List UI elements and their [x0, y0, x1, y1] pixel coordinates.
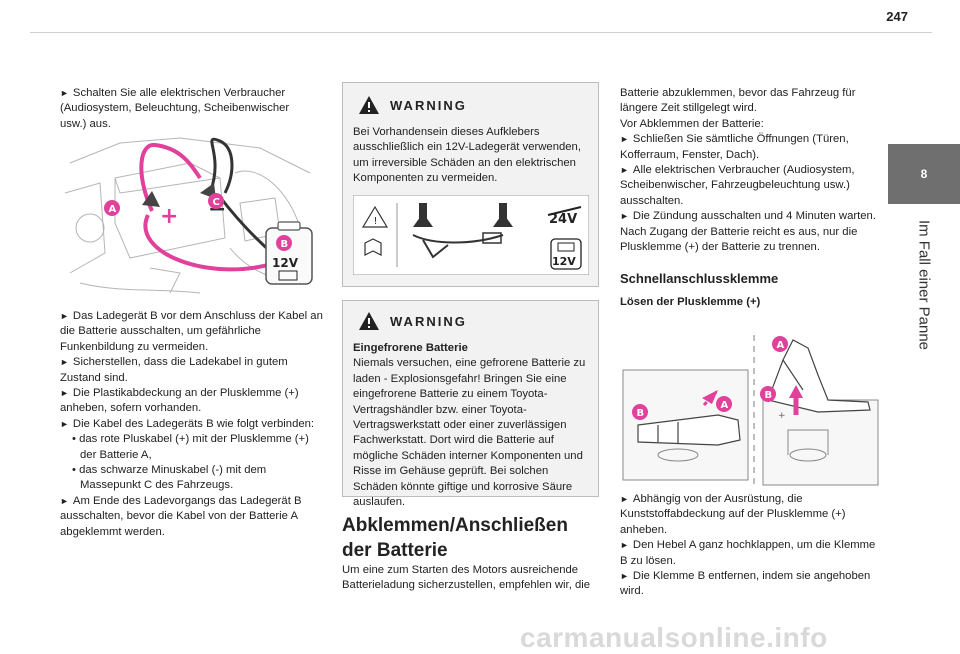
clamp-label-b-right-marker — [760, 386, 776, 402]
bullet-arrow-icon: ► — [60, 311, 69, 321]
chapter-tab: 8 — [888, 144, 960, 204]
warning-text: Bei Vorhandensein dieses Aufklebers auss… — [353, 126, 581, 185]
clamp-label-b: B — [637, 408, 645, 419]
bullet-arrow-icon: ► — [620, 165, 629, 176]
col1-steps: ►Das Ladegerät B vor dem Anschluss der K… — [60, 309, 326, 540]
watermark: carmanualsonline.info — [520, 622, 828, 653]
bullet-dot: • — [72, 464, 80, 477]
warning-text: Niemals versuchen, eine gefrorene Batter… — [353, 357, 586, 509]
label-b: B — [281, 239, 289, 250]
warning-title: WARNING — [390, 313, 467, 329]
chapter-title: Im Fall einer Panne — [888, 210, 960, 360]
bullet-arrow-icon: ► — [60, 357, 69, 368]
bullet-dot: • — [72, 433, 80, 446]
instruction-text: Schließen Sie sämtliche Öffnungen (Türen… — [620, 133, 849, 161]
top-rule — [30, 32, 932, 33]
subheading-release: Lösen der Plusklemme (+) — [620, 296, 761, 308]
instruction-text: Alle elektrischen Verbraucher (Audiosyst… — [620, 164, 855, 207]
clamp-label-a: A — [721, 400, 729, 411]
section-intro: Um eine zum Starten des Motors ausreiche… — [342, 564, 591, 592]
clamp-label-b: B — [765, 390, 773, 401]
bullet-arrow-icon: ► — [620, 494, 629, 504]
label-a: A — [109, 204, 117, 215]
bullet-arrow-icon: ► — [620, 211, 629, 222]
instruction-text: Die Zündung ausschalten und 4 Minuten wa… — [620, 210, 876, 254]
instruction-text: Den Hebel A ganz hochklappen, um die Kle… — [620, 539, 876, 567]
label-12v: 12V — [552, 255, 576, 268]
col1-intro: ►Schalten Sie alle elektrischen Verbrauc… — [60, 86, 318, 132]
svg-text:+: + — [160, 204, 178, 229]
col3-steps: ►Abhängig von der Ausrüstung, die Kunsts… — [620, 492, 884, 600]
warning-body: Eingefrorene Batterie Niemals versuchen,… — [353, 341, 593, 510]
chapter-number: 8 — [920, 167, 928, 181]
paragraph: Batterie abzuklemmen, bevor das Fahrzeug… — [620, 87, 856, 115]
subheading-quick-clamp: Schnellanschlussklemme — [620, 271, 779, 286]
label-c-marker — [208, 193, 224, 209]
sub-instruction-text: das schwarze Minuskabel (-) mit dem Mass… — [79, 464, 267, 492]
warning-subtitle: Eingefrorene Batterie — [353, 342, 468, 354]
page-number: 247 — [886, 9, 908, 24]
instruction-text: Schalten Sie alle elektrischen Verbrauch… — [60, 87, 290, 130]
warning-title: WARNING — [390, 97, 467, 113]
svg-text:+: + — [778, 411, 786, 421]
paragraph: Vor Abklemmen der Batterie: — [620, 117, 764, 130]
instruction-text: Abhängig von der Ausrüstung, die Kunstst… — [620, 493, 846, 536]
bullet-arrow-icon: ► — [60, 88, 69, 98]
instruction-text: Das Ladegerät B vor dem Anschluss der Ka… — [60, 310, 323, 353]
charger-voltage-label: 12V — [272, 256, 299, 270]
section-heading: Abklemmen/Anschließen der Batterie — [342, 515, 568, 561]
clamp-label-a-left-marker — [716, 396, 732, 412]
bullet-arrow-icon: ► — [620, 134, 629, 145]
instruction-text: Die Kabel des Ladegeräts B wie folgt ver… — [72, 417, 315, 430]
clamp-label-a: A — [777, 340, 785, 351]
caution-outline-icon — [361, 205, 389, 228]
label-c: C — [213, 197, 220, 208]
svg-text:!: ! — [374, 216, 378, 227]
warning-box-voltage: WARNING Bei Vorhandensein dieses Aufkleb… — [342, 82, 599, 287]
instruction-text: Sicherstellen, dass die Ladekabel in gut… — [60, 356, 288, 384]
sub-instruction-text: das rote Pluskabel (+) mit der Plusklemm… — [79, 433, 309, 461]
bullet-arrow-icon: ► — [60, 495, 69, 506]
instruction-text: Die Klemme B entfernen, indem sie angeho… — [620, 570, 871, 598]
voltage-label-sticker-illustration: ! 24V 12V — [353, 195, 589, 275]
bullet-arrow-icon: ► — [60, 418, 69, 429]
warning-header: WARNING — [358, 311, 467, 331]
label-b-marker — [276, 235, 292, 251]
warning-triangle-icon — [359, 312, 379, 330]
clamp-label-a-right-marker — [772, 336, 788, 352]
instruction-text: Die Plastikabdeckung an der Plusklemme (… — [60, 387, 299, 415]
chapter-title-text: Im Fall einer Panne — [915, 219, 933, 351]
label-24v: 24V — [549, 212, 577, 227]
col3-text: Batterie abzuklemmen, bevor das Fahrzeug… — [620, 86, 882, 255]
manual-book-icon — [364, 238, 382, 256]
label-a-marker — [104, 200, 120, 216]
warning-box-frozen: WARNING Eingefrorene Batterie Niemals ve… — [342, 300, 599, 508]
battery-charging-illustration: + − 12V A C B — [64, 137, 313, 294]
quick-release-clamp-illustration: + B A A B — [622, 335, 879, 486]
bullet-arrow-icon: ► — [60, 388, 69, 399]
warning-triangle-icon — [359, 96, 379, 114]
instruction-text: Am Ende des Ladevorgangs das Ladegerät B… — [60, 494, 302, 538]
clamp-label-b-left-marker — [632, 404, 648, 420]
bullet-arrow-icon: ► — [620, 571, 629, 582]
bullet-arrow-icon: ► — [620, 540, 629, 551]
warning-header: WARNING — [358, 95, 467, 115]
